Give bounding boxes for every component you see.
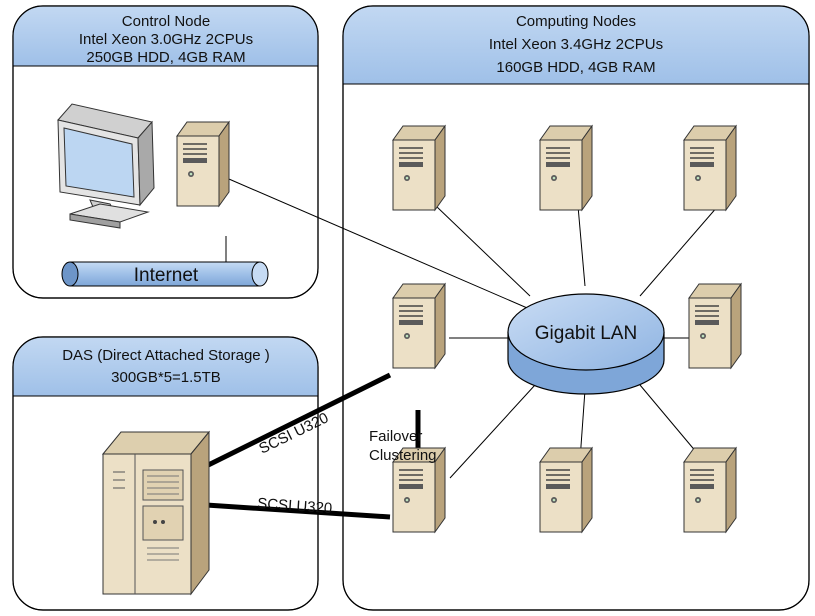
failover-label-line1: Failover (369, 428, 422, 445)
control-node-storage: 250GB HDD, 4GB RAM (86, 49, 245, 66)
link-control-to-lan (221, 175, 586, 334)
compute-node-5-icon (688, 283, 742, 369)
monitor-icon (57, 103, 155, 229)
scsi-link-upper (176, 372, 392, 483)
scsi-link-lower (205, 502, 391, 520)
scsi-label-lower: SCSI U320 (257, 495, 333, 517)
compute-node-7-icon (539, 447, 593, 533)
control-server-icon (176, 121, 230, 207)
compute-node-1-icon (392, 125, 446, 211)
computing-nodes-storage: 160GB HDD, 4GB RAM (496, 59, 655, 76)
compute-node-8-icon (683, 447, 737, 533)
lan-connections (221, 175, 719, 479)
pipe-icon: Internet (61, 261, 269, 287)
control-node-header (13, 6, 318, 66)
link-node-6 (449, 384, 536, 479)
control-node-panel: Control Node Intel Xeon 3.0GHz 2CPUs 250… (12, 5, 319, 299)
das-header (13, 337, 318, 396)
link-node-3 (639, 205, 719, 297)
compute-node-4-icon (392, 283, 446, 369)
link-node-2 (577, 205, 586, 287)
computing-nodes-cpu: Intel Xeon 3.4GHz 2CPUs (489, 36, 663, 53)
computing-nodes-header (343, 6, 809, 84)
control-node-title: Control Node (122, 13, 210, 30)
das-title: DAS (Direct Attached Storage ) (62, 347, 270, 364)
das-capacity: 300GB*5=1.5TB (111, 369, 221, 386)
lan-label: Gigabit LAN (535, 323, 637, 344)
internet-label: Internet (134, 265, 199, 286)
link-node-1 (435, 205, 531, 297)
compute-node-3-icon (683, 125, 737, 211)
compute-node-2-icon (539, 125, 593, 211)
network-hub-icon: Gigabit LAN (507, 293, 665, 395)
failover-label-line2: Clustering (369, 447, 437, 464)
computing-nodes-title: Computing Nodes (516, 13, 636, 30)
control-node-cpu: Intel Xeon 3.0GHz 2CPUs (79, 31, 253, 48)
storage-array-icon (101, 430, 211, 596)
